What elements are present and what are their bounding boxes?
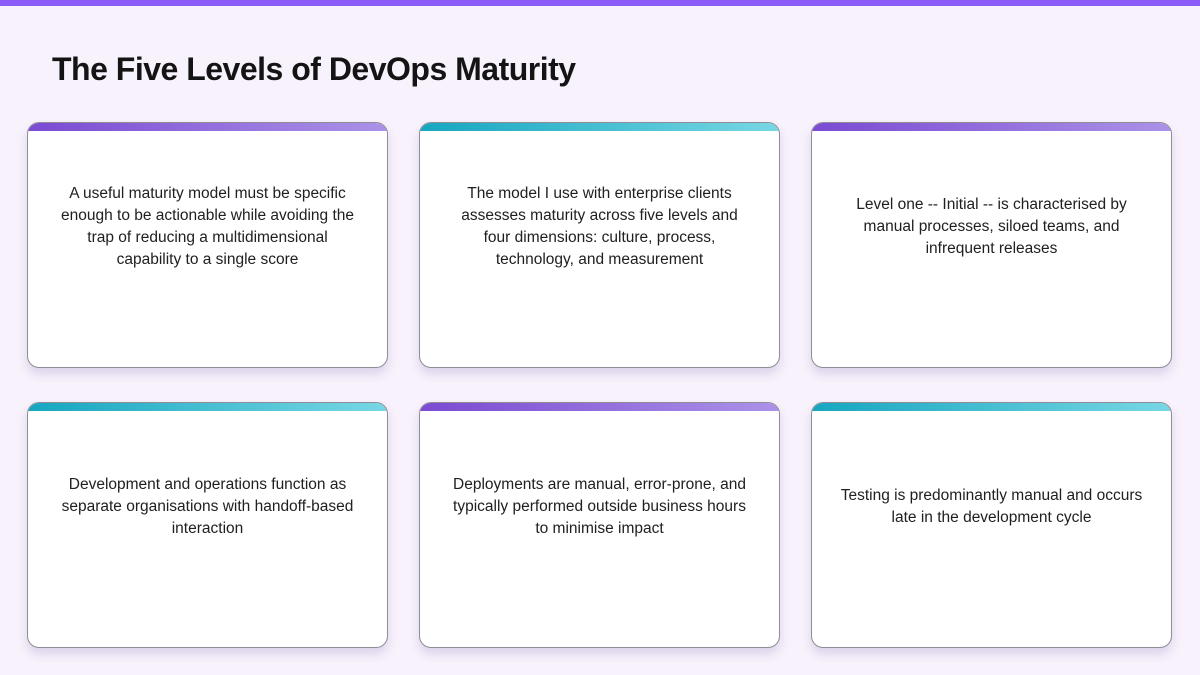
card-accent-bar	[28, 123, 387, 131]
card-grid: A useful maturity model must be specific…	[27, 122, 1172, 648]
card-text: Testing is predominantly manual and occu…	[840, 487, 1143, 526]
card-accent-bar	[28, 403, 387, 411]
card-accent-bar	[812, 403, 1171, 411]
card-text: Deployments are manual, error-prone, and…	[453, 476, 746, 537]
card[interactable]: Deployments are manual, error-prone, and…	[419, 402, 780, 648]
top-accent-strip	[0, 0, 1200, 6]
card-text: Level one -- Initial -- is characterised…	[856, 196, 1127, 257]
page-title: The Five Levels of DevOps Maturity	[52, 51, 576, 88]
card-text: A useful maturity model must be specific…	[60, 185, 354, 268]
card[interactable]: Level one -- Initial -- is characterised…	[811, 122, 1172, 368]
card-accent-bar	[812, 123, 1171, 131]
card-accent-bar	[420, 123, 779, 131]
card-accent-bar	[420, 403, 779, 411]
card[interactable]: A useful maturity model must be specific…	[27, 122, 388, 368]
card-text: The model I use with enterprise clients …	[461, 185, 738, 268]
card[interactable]: Testing is predominantly manual and occu…	[811, 402, 1172, 648]
card[interactable]: Development and operations function as s…	[27, 402, 388, 648]
card-text: Development and operations function as s…	[61, 476, 354, 537]
card[interactable]: The model I use with enterprise clients …	[419, 122, 780, 368]
